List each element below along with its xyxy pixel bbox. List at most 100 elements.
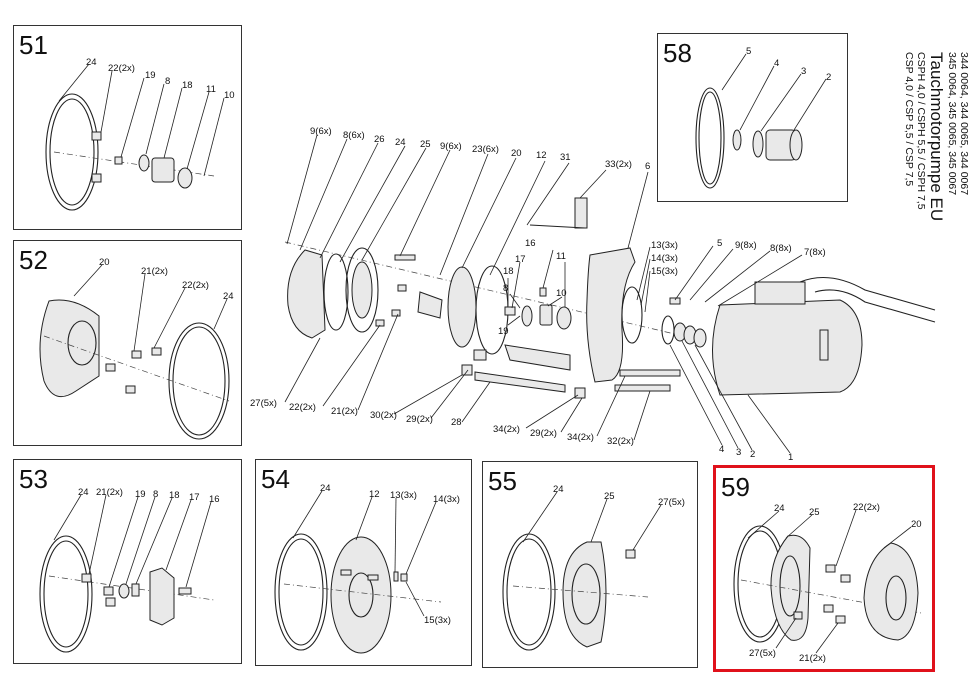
callout-24: 24 xyxy=(774,503,785,514)
detail-52-drawing: 20 21(2x) 22(2x) 24 xyxy=(39,257,234,440)
main-callout-22-2x: 22(2x) xyxy=(289,402,316,413)
models-2: CSP 4,0 / CSP 5,5 / CSP 7,5 xyxy=(903,52,915,187)
title-block: 344 0064, 344 0065, 344 0067 345 0064, 3… xyxy=(850,52,970,222)
main-callout-25: 25 xyxy=(420,139,431,150)
callout-17: 17 xyxy=(189,492,200,503)
box-number: 59 xyxy=(721,472,750,502)
box-number: 53 xyxy=(19,464,48,494)
callout-2: 2 xyxy=(826,72,831,83)
callout-11: 11 xyxy=(206,84,216,95)
main-callout-16: 16 xyxy=(525,238,536,249)
detail-box-53[interactable]: 53 24 21(2x) 19 8 18 17 16 xyxy=(13,459,242,664)
box-number: 52 xyxy=(19,245,48,275)
main-callout-29-2x-a: 29(2x) xyxy=(406,414,433,425)
callout-20: 20 xyxy=(99,257,110,268)
box-number: 54 xyxy=(261,464,290,494)
detail-box-51[interactable]: 51 24 22(2x) 19 8 18 11 10 xyxy=(13,25,242,230)
article-codes-2: 345 0064, 345 0065, 345 0067 xyxy=(946,52,958,196)
main-callout-18: 18 xyxy=(503,266,514,277)
detail-box-52[interactable]: 52 20 21(2x) 22(2x) 24 xyxy=(13,240,242,446)
main-title: Tauchmotorpumpe EU xyxy=(927,52,946,222)
main-callout-27-5x: 27(5x) xyxy=(250,398,277,409)
main-callout-23-6x: 23(6x) xyxy=(472,144,499,155)
main-callout-4: 4 xyxy=(719,444,724,455)
detail-51-drawing: 24 22(2x) 19 8 18 11 10 xyxy=(45,57,235,211)
main-callout-12: 12 xyxy=(536,150,547,161)
box-number: 58 xyxy=(663,38,692,68)
main-callout-29-2x-b: 29(2x) xyxy=(530,428,557,439)
main-callout-9-8x: 9(8x) xyxy=(735,240,757,251)
main-callout-34-2x-b: 34(2x) xyxy=(567,432,594,443)
detail-58-drawing: 5 4 3 2 xyxy=(695,46,831,189)
detail-55-drawing: 24 25 27(5x) xyxy=(502,484,685,651)
detail-box-59-highlighted[interactable]: 59 24 25 22(2x) 20 27(5x) 21(2x) xyxy=(713,465,935,672)
main-callout-1: 1 xyxy=(788,452,793,463)
callout-24: 24 xyxy=(553,484,564,495)
callout-27: 27(5x) xyxy=(658,497,685,508)
main-callout-11: 11 xyxy=(556,251,566,262)
callout-20: 20 xyxy=(911,519,922,530)
detail-54-drawing: 24 12 13(3x) 14(3x) 15(3x) xyxy=(274,483,460,654)
detail-53-drawing: 24 21(2x) 19 8 18 17 16 xyxy=(39,487,220,653)
main-callout-7-8x: 7(8x) xyxy=(804,247,826,258)
main-callout-19: 19 xyxy=(498,326,509,337)
main-callout-13-3x: 13(3x) xyxy=(651,240,678,251)
callout-19: 19 xyxy=(145,70,156,81)
callout-24: 24 xyxy=(223,291,234,302)
callout-10: 10 xyxy=(224,90,235,101)
main-callout-2: 2 xyxy=(750,449,755,460)
main-callout-15-3x: 15(3x) xyxy=(651,266,678,277)
box-number: 55 xyxy=(488,466,517,496)
title-rotated: 344 0064, 344 0065, 344 0067 345 0064, 3… xyxy=(903,52,970,222)
main-callout-8-8x: 8(8x) xyxy=(770,243,792,254)
callout-21: 21(2x) xyxy=(799,653,826,664)
main-callout-24: 24 xyxy=(395,137,406,148)
main-callout-30-2x: 30(2x) xyxy=(370,410,397,421)
callout-22: 22(2x) xyxy=(853,502,880,513)
main-callout-17: 17 xyxy=(515,254,526,265)
main-callout-33-2x: 33(2x) xyxy=(605,159,632,170)
article-codes-1: 344 0064, 344 0065, 344 0067 xyxy=(958,52,970,196)
callout-22: 22(2x) xyxy=(182,280,209,291)
main-callout-32-2x: 32(2x) xyxy=(607,436,634,447)
main-callout-26: 26 xyxy=(374,134,385,145)
callout-12: 12 xyxy=(369,489,380,500)
callout-15: 15(3x) xyxy=(424,615,451,626)
main-callout-3: 3 xyxy=(736,447,741,458)
main-callout-6: 6 xyxy=(645,161,650,172)
callout-3: 3 xyxy=(801,66,806,77)
callout-5: 5 xyxy=(746,46,751,57)
main-callout-14-3x: 14(3x) xyxy=(651,253,678,264)
models-1: CSPH 4,0 / CSPH 5,5 / CSPH 7,5 xyxy=(915,52,927,210)
callout-14: 14(3x) xyxy=(433,494,460,505)
callout-21: 21(2x) xyxy=(96,487,123,498)
main-callout-21-2x: 21(2x) xyxy=(331,406,358,417)
detail-59-drawing: 24 25 22(2x) 20 27(5x) 21(2x) xyxy=(733,502,922,664)
callout-22: 22(2x) xyxy=(108,63,135,74)
callout-27: 27(5x) xyxy=(749,648,776,659)
callout-13: 13(3x) xyxy=(390,490,417,501)
callout-16: 16 xyxy=(209,494,220,505)
main-callout-10: 10 xyxy=(556,288,567,299)
detail-box-55[interactable]: 55 24 25 27(5x) xyxy=(482,461,698,668)
callout-21: 21(2x) xyxy=(141,266,168,277)
main-callout-5: 5 xyxy=(717,238,722,249)
main-callout-20: 20 xyxy=(511,148,522,159)
callout-19: 19 xyxy=(135,489,146,500)
callout-18: 18 xyxy=(169,490,180,501)
callout-24: 24 xyxy=(86,57,97,68)
callout-24: 24 xyxy=(78,487,89,498)
callout-25: 25 xyxy=(604,491,615,502)
callout-4: 4 xyxy=(774,58,779,69)
main-callout-34-2x-a: 34(2x) xyxy=(493,424,520,435)
main-callout-31: 31 xyxy=(560,152,571,163)
detail-box-54[interactable]: 54 24 12 13(3x) 14(3x) 15(3x) xyxy=(255,459,472,666)
box-number: 51 xyxy=(19,30,48,60)
main-callout-28: 28 xyxy=(451,417,462,428)
main-callout-8-6x: 8(6x) xyxy=(343,130,365,141)
callout-24: 24 xyxy=(320,483,331,494)
main-callout-8: 8 xyxy=(503,283,508,294)
callout-8: 8 xyxy=(153,489,158,500)
callout-8: 8 xyxy=(165,76,170,87)
detail-box-58[interactable]: 58 5 4 3 2 xyxy=(657,33,848,202)
